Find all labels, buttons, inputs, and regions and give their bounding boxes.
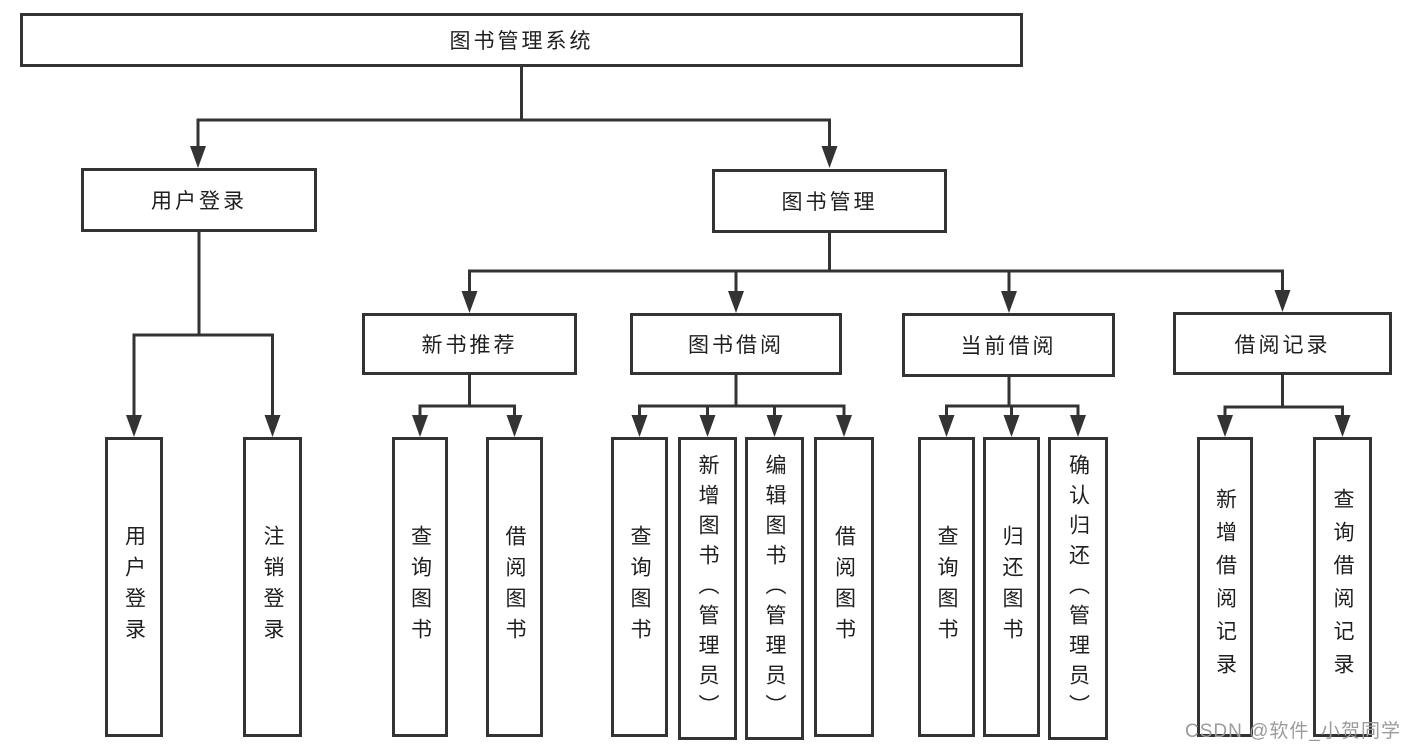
arrowhead bbox=[1217, 415, 1233, 437]
leaf-query-borrow-record: 查询借阅记录 bbox=[1313, 437, 1372, 737]
arrowhead bbox=[938, 415, 955, 437]
leaf-query-books: 查询图书 bbox=[611, 437, 668, 737]
arrowhead bbox=[836, 415, 852, 437]
node-library-management-system: 图书管理系统 bbox=[20, 13, 1023, 67]
node-borrowing-records: 借阅记录 bbox=[1173, 312, 1392, 375]
arrowhead bbox=[506, 415, 523, 437]
node-label: 图书管理系统 bbox=[449, 30, 594, 53]
arrowhead bbox=[1274, 290, 1291, 312]
arrowhead bbox=[412, 415, 428, 437]
node-label: 借阅图书 bbox=[503, 525, 526, 649]
node-label: 查询图书 bbox=[935, 525, 958, 649]
leaf-borrow-books: 借阅图书 bbox=[486, 437, 543, 737]
node-label: 用户登录 bbox=[122, 525, 146, 649]
leaf-add-borrow-record: 新增借阅记录 bbox=[1197, 437, 1253, 737]
connector-bookmgmt-to-level3 bbox=[468, 233, 1284, 293]
node-label: 新增图书（管理员） bbox=[696, 453, 719, 724]
leaf-query-books: 查询图书 bbox=[392, 437, 448, 737]
connector-bookborrow-to-leaves bbox=[638, 375, 846, 419]
arrowhead bbox=[728, 291, 744, 313]
connector-currentborrow-to-leaves bbox=[945, 377, 1080, 419]
node-label: 注销登录 bbox=[261, 525, 284, 649]
node-label: 新增借阅记录 bbox=[1213, 488, 1237, 686]
connector-userlogin-to-leaves bbox=[132, 232, 274, 419]
node-label: 确认归还（管理员） bbox=[1066, 453, 1090, 724]
node-label: 查询图书 bbox=[628, 525, 651, 649]
csdn-watermark: CSDN @软件_小贺同学 bbox=[1185, 721, 1401, 742]
node-current-borrowing: 当前借阅 bbox=[902, 313, 1115, 377]
arrowhead bbox=[1003, 415, 1020, 437]
arrowhead bbox=[190, 146, 206, 168]
node-label: 借阅记录 bbox=[1234, 333, 1331, 357]
arrowhead bbox=[699, 415, 716, 437]
node-new-book-recommend: 新书推荐 bbox=[362, 313, 577, 375]
arrowhead bbox=[1070, 415, 1086, 437]
leaf-logout: 注销登录 bbox=[243, 437, 302, 737]
leaf-edit-book-admin: 编辑图书（管理员） bbox=[745, 437, 804, 740]
node-label: 新书推荐 bbox=[421, 334, 518, 357]
node-label: 查询图书 bbox=[408, 525, 432, 649]
node-label: 图书借阅 bbox=[688, 334, 784, 357]
node-user-login: 用户登录 bbox=[81, 168, 317, 232]
node-label: 归还图书 bbox=[1000, 525, 1023, 649]
node-label: 当前借阅 bbox=[960, 335, 1057, 358]
leaf-add-book-admin: 新增图书（管理员） bbox=[678, 437, 737, 740]
arrowhead bbox=[631, 415, 648, 437]
leaf-return-books: 归还图书 bbox=[983, 437, 1040, 737]
leaf-borrow-books: 借阅图书 bbox=[814, 437, 874, 737]
leaf-query-books: 查询图书 bbox=[918, 437, 975, 737]
arrowhead bbox=[821, 146, 838, 168]
node-label: 图书管理 bbox=[781, 191, 878, 214]
arrowhead bbox=[126, 415, 142, 437]
node-book-management: 图书管理 bbox=[712, 169, 947, 233]
arrowhead bbox=[264, 415, 281, 437]
arrowhead bbox=[1334, 415, 1351, 437]
leaf-user-login: 用户登录 bbox=[105, 437, 163, 737]
node-label: 查询借阅记录 bbox=[1331, 488, 1354, 686]
arrowhead bbox=[1001, 291, 1017, 313]
arrowhead bbox=[461, 291, 478, 313]
leaf-confirm-return-admin: 确认归还（管理员） bbox=[1048, 437, 1108, 740]
connector-root-to-level2 bbox=[196, 67, 831, 148]
arrowhead bbox=[766, 415, 783, 437]
connector-records-to-leaves bbox=[1223, 375, 1344, 419]
node-label: 编辑图书（管理员） bbox=[763, 453, 786, 724]
connector-newbooks-to-leaves bbox=[418, 375, 516, 419]
node-book-borrowing: 图书借阅 bbox=[630, 313, 842, 375]
node-label: 借阅图书 bbox=[832, 525, 856, 649]
node-label: 用户登录 bbox=[151, 190, 247, 213]
